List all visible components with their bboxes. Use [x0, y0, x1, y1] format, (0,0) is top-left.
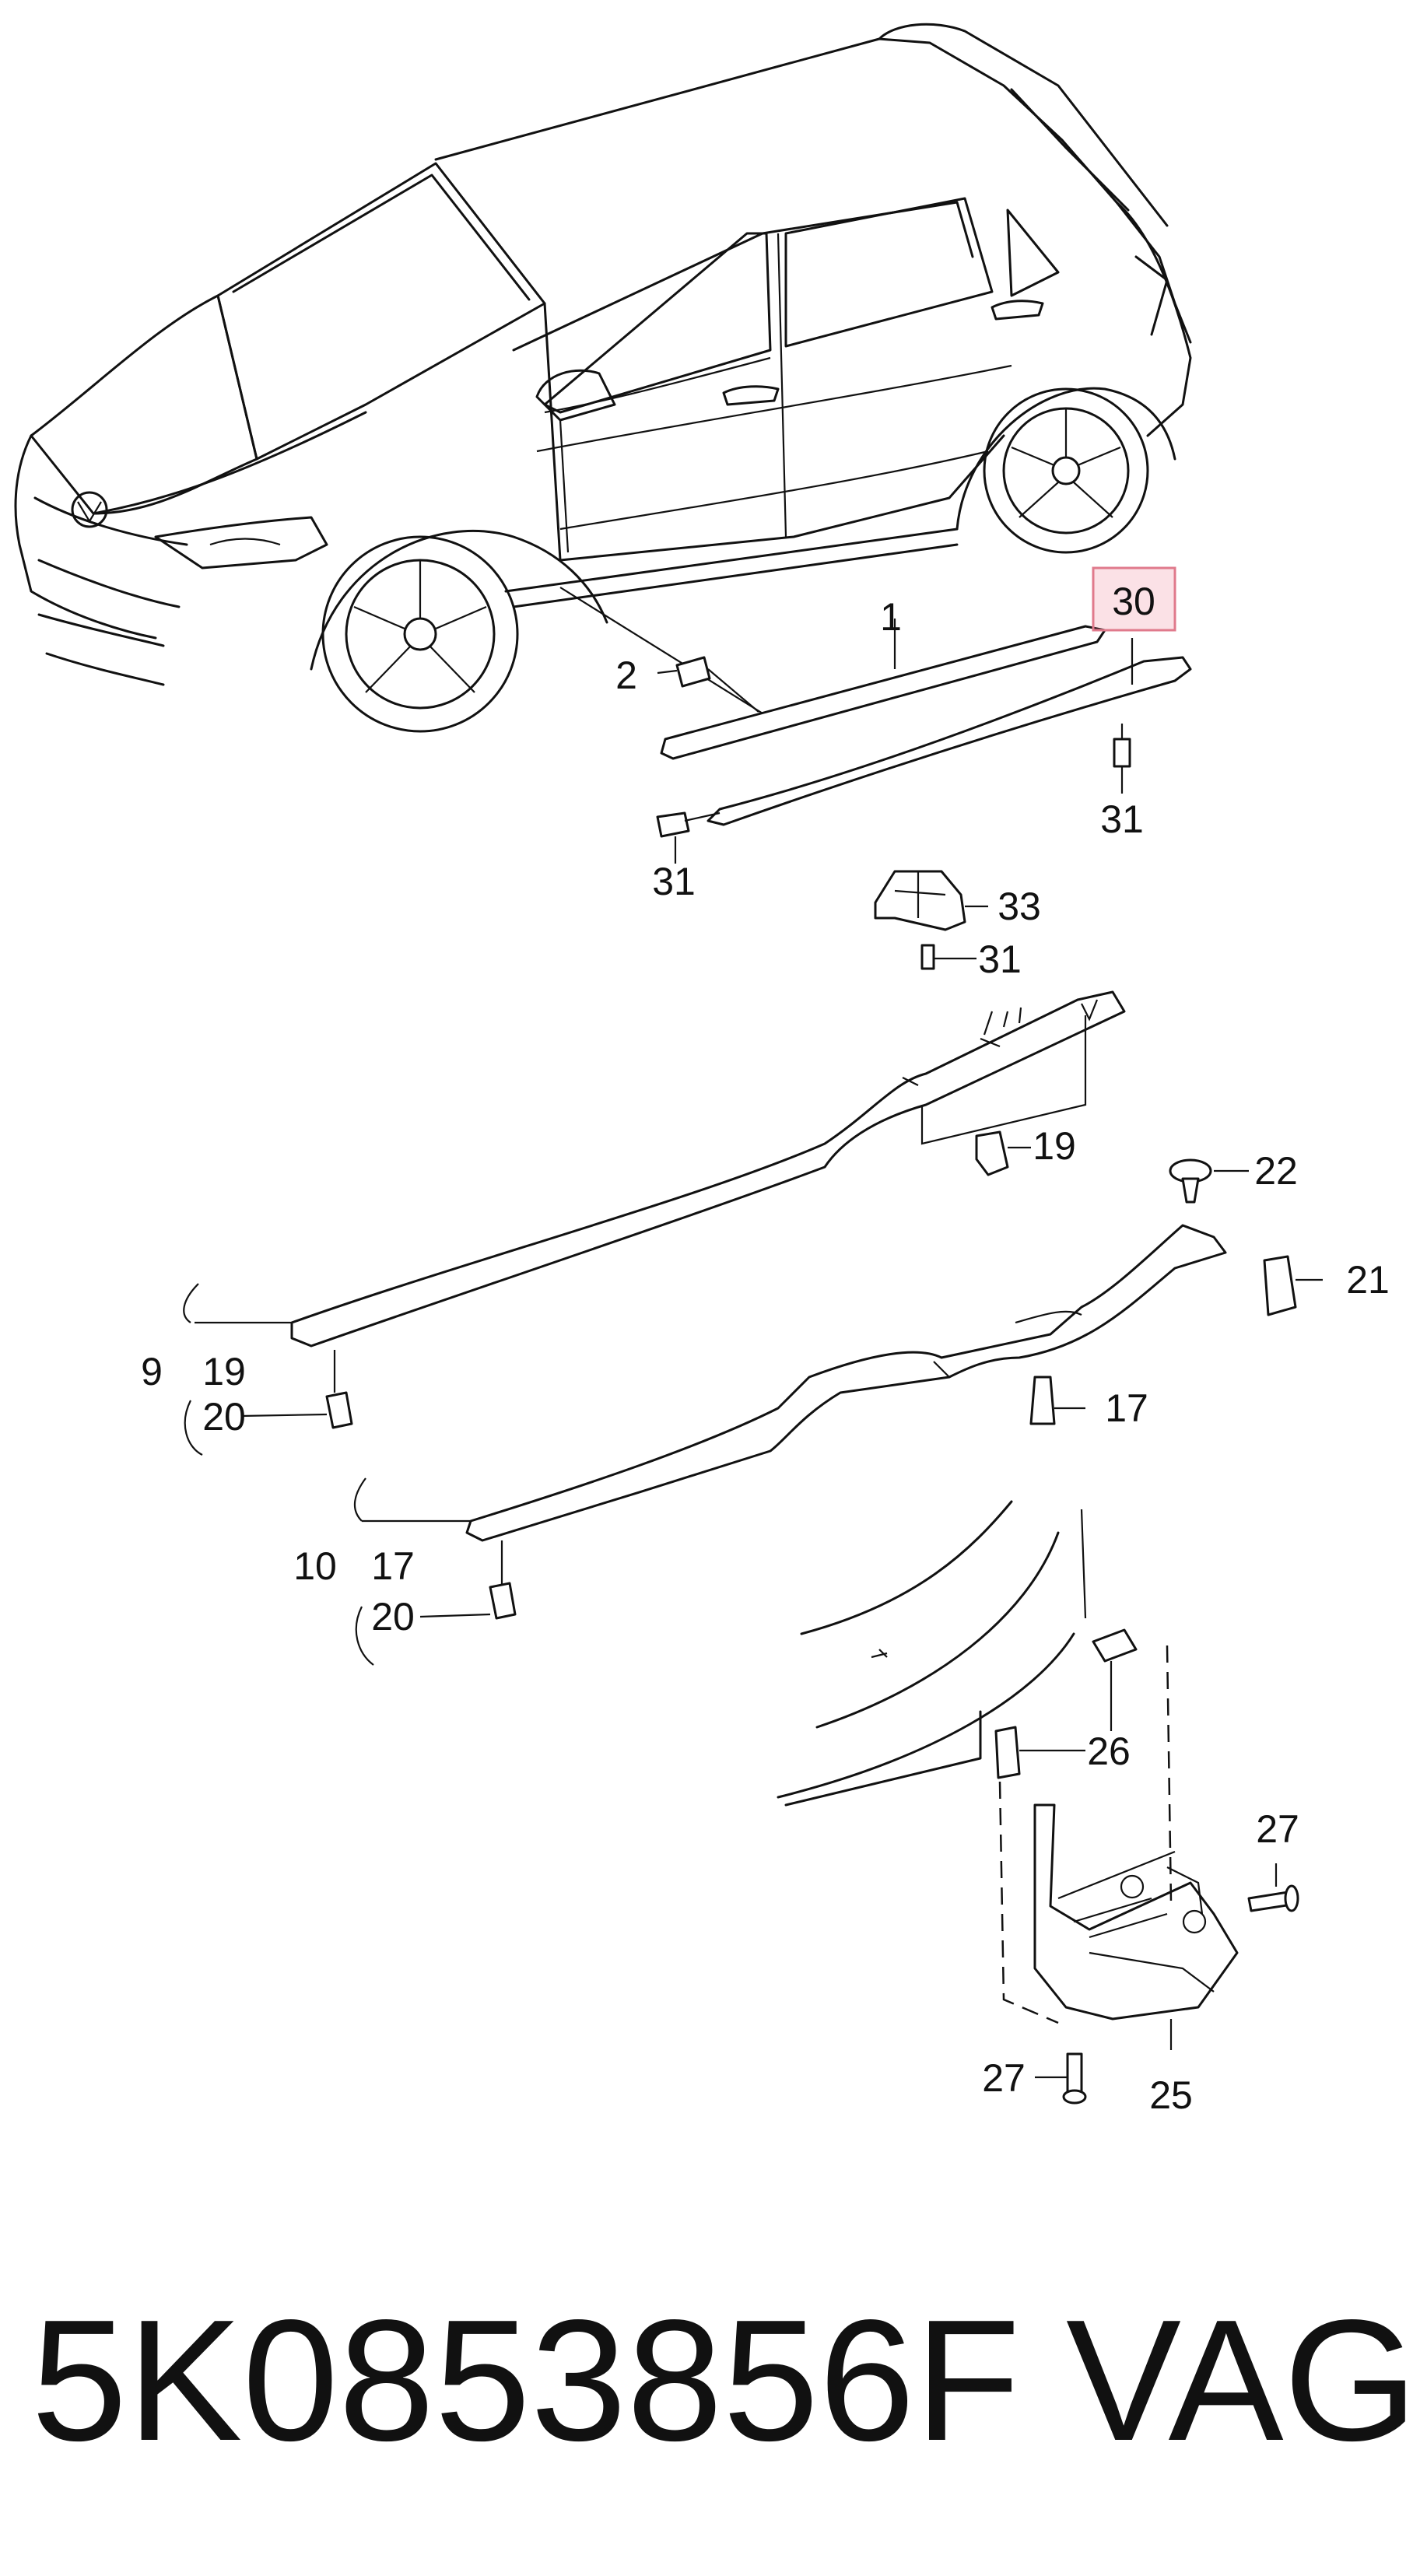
sill-panel-9 — [183, 990, 1126, 1456]
clip-20-upper — [240, 1391, 353, 1429]
callout-20-lower: 20 — [371, 1595, 415, 1638]
brand-name: VAG — [1066, 2284, 1406, 2477]
rivet-22 — [1169, 1158, 1249, 1204]
part-number: 5K0853856F — [31, 2284, 1021, 2477]
callout-30: 30 — [1112, 580, 1155, 623]
callout-17-group: 17 — [371, 1544, 415, 1588]
callout-27-right: 27 — [1256, 1807, 1299, 1851]
bracket-33 — [874, 870, 988, 970]
callout-19-group: 19 — [202, 1350, 246, 1393]
clip-2 — [657, 656, 759, 713]
body-section — [777, 1500, 1087, 1807]
jack-point-25 — [1033, 1803, 1239, 2020]
callout-9: 9 — [141, 1350, 163, 1393]
callout-27-bottom: 27 — [982, 2056, 1026, 2100]
side-trim-strip-1 — [660, 619, 1106, 760]
callout-1: 1 — [880, 595, 902, 639]
clip-19 — [975, 1130, 1031, 1176]
clip-26 — [994, 1726, 1085, 1779]
callout-31-mid: 31 — [978, 938, 1022, 981]
callout-20-upper: 20 — [202, 1395, 246, 1439]
callout-10: 10 — [293, 1544, 337, 1588]
callout-22: 22 — [1254, 1149, 1298, 1193]
screw-27-right — [1247, 1863, 1299, 1912]
sill-panel-10 — [353, 1224, 1227, 1666]
callout-2: 2 — [615, 654, 637, 697]
clip-21 — [1263, 1255, 1323, 1316]
clip-26-upper — [1092, 1628, 1138, 1731]
clip-17 — [1029, 1376, 1085, 1425]
callout-26: 26 — [1087, 1730, 1131, 1773]
screw-31-right — [1113, 724, 1131, 794]
dashed-guides — [998, 1645, 1173, 2024]
callout-19-clip: 19 — [1033, 1124, 1076, 1168]
callout-labels: 1 2 30 31 31 33 31 19 22 21 17 9 19 20 1… — [141, 580, 1390, 2117]
highlight-box-30 — [1092, 566, 1176, 632]
callout-17-clip: 17 — [1105, 1386, 1148, 1430]
clip-20-lower — [419, 1582, 517, 1620]
callout-33: 33 — [998, 885, 1041, 928]
callout-31-right: 31 — [1100, 797, 1144, 841]
callout-31-left: 31 — [652, 860, 696, 903]
callout-25: 25 — [1149, 2073, 1193, 2117]
callout-21: 21 — [1346, 1258, 1390, 1302]
screw-31-left — [656, 811, 721, 864]
screw-27-bottom — [1035, 2052, 1087, 2105]
side-trim-strip-30 — [707, 638, 1192, 826]
car-illustration — [14, 23, 1192, 733]
